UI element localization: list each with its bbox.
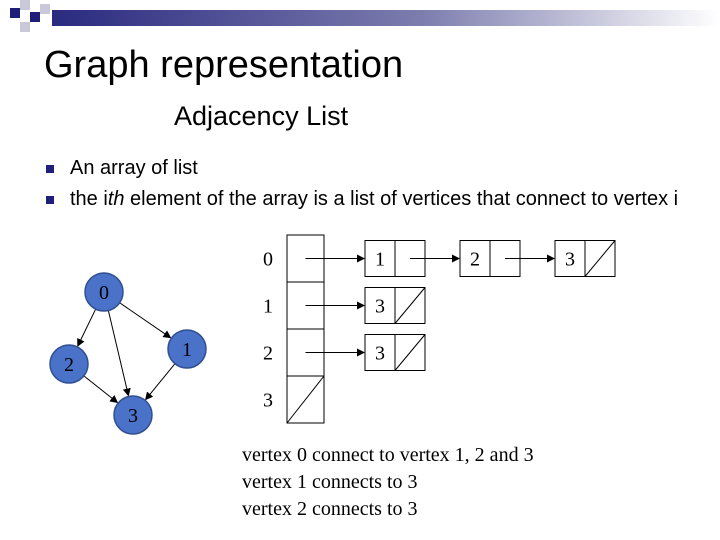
graph-edge — [107, 310, 131, 397]
deco-square — [30, 12, 40, 22]
slide-subtitle: Adjacency List — [174, 101, 349, 131]
list-node-value: 3 — [375, 343, 385, 365]
note-line: vertex 1 connects to 3 — [242, 471, 418, 493]
list-node-value: 2 — [470, 249, 480, 271]
deco-square — [40, 4, 50, 14]
graph-edge — [145, 363, 176, 401]
list-node-value: 3 — [375, 296, 385, 318]
list-node-value: 1 — [375, 249, 385, 271]
adjacency-lists: 1 2 3 3 3 — [305, 240, 616, 371]
array-index-label: 2 — [263, 343, 273, 365]
list-node-value: 3 — [565, 249, 575, 271]
bullet-item: An array of list — [44, 156, 684, 181]
note-line: vertex 0 connect to vertex 1, 2 and 3 — [242, 444, 534, 466]
deco-square — [20, 22, 30, 32]
graph: 0 1 2 3 — [49, 272, 207, 435]
bullet-list: An array of list the ith element of the … — [44, 156, 684, 218]
bullet-marker — [46, 196, 54, 204]
adjacency-array: 0 1 2 3 — [263, 234, 325, 424]
slide-title: Graph representation — [44, 44, 404, 86]
explanation-notes: vertex 0 connect to vertex 1, 2 and 3 ve… — [242, 442, 534, 523]
graph-edge — [77, 308, 97, 347]
graph-edge — [119, 302, 172, 339]
bullet-marker — [46, 165, 54, 173]
null-slash — [286, 375, 325, 424]
graph-edge — [83, 375, 119, 404]
graph-node — [167, 329, 207, 369]
graph-node — [49, 344, 89, 384]
bullet-item: the ith element of the array is a list o… — [44, 187, 684, 212]
array-index-label: 3 — [263, 390, 273, 412]
graph-node-label: 3 — [128, 405, 138, 427]
array-index-label: 1 — [263, 296, 273, 318]
deco-square — [10, 8, 20, 18]
graph-node-label: 1 — [182, 339, 192, 361]
null-slash — [394, 287, 426, 324]
header-decoration — [10, 0, 720, 32]
array-index-label: 0 — [263, 249, 273, 271]
graph-node — [113, 395, 153, 435]
header-bar — [52, 10, 720, 26]
graph-node — [84, 272, 124, 312]
graph-node-label: 2 — [64, 354, 74, 376]
null-slash — [584, 240, 616, 277]
graph-node-label: 0 — [99, 282, 109, 304]
null-slash — [394, 334, 426, 371]
deco-square — [20, 0, 30, 10]
note-line: vertex 2 connects to 3 — [242, 498, 418, 520]
